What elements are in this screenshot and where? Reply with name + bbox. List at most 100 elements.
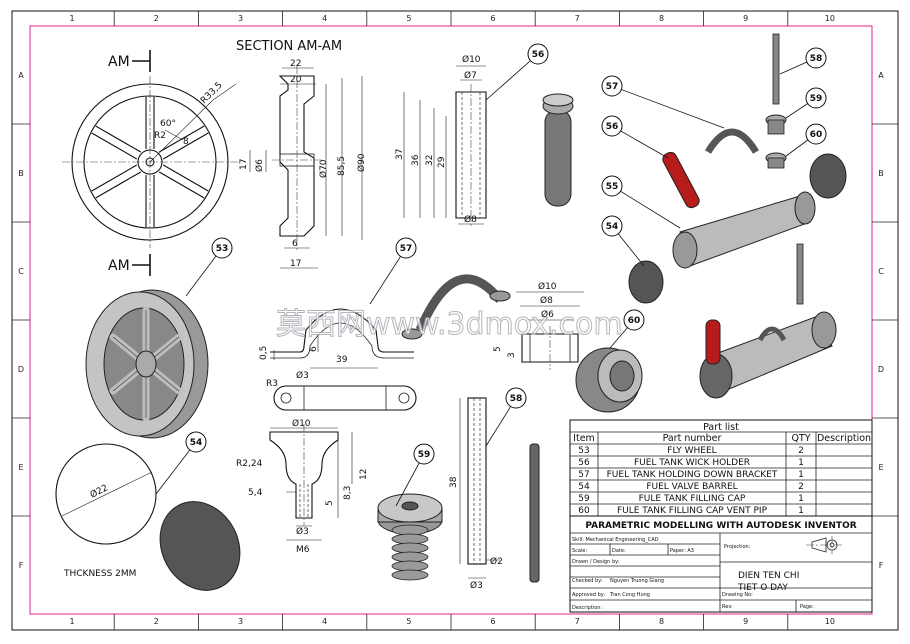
section-title: SECTION AM-AM [236, 39, 342, 54]
wheel-spoke [158, 164, 209, 199]
dim-bar-d10: Ø10 [462, 54, 481, 65]
zone-col-2-bottom: 2 [154, 617, 159, 626]
watermark: 莫西网www.3dmox.com [276, 307, 623, 342]
thread-ring [391, 524, 429, 536]
parts-list-title: Part list [703, 422, 739, 433]
parts-list-cell: 2 [798, 482, 804, 492]
filling-cap-hidden [299, 484, 309, 518]
zone-col-7-bottom: 7 [575, 617, 580, 626]
dim-fc-d3: Ø3 [296, 526, 309, 537]
parts-list-cell: 1 [798, 470, 804, 480]
parts-list-cell: FLY WHEEL [667, 446, 716, 456]
dim-cap-5: 5 [493, 346, 503, 352]
title-block-grid [570, 532, 872, 612]
dim-wheel-8: 8 [183, 137, 189, 147]
dim-bar-d7: Ø7 [464, 70, 477, 81]
end-cap-right [809, 153, 847, 199]
dim-fc-r224: R2,24 [236, 459, 263, 469]
section-arrow-mid [132, 254, 151, 276]
zone-row-D-left: D [18, 365, 24, 374]
bracket-57 [704, 128, 760, 154]
zone-row-F-left: F [19, 561, 24, 570]
parts-list-cell: 56 [578, 458, 590, 468]
dim-fc-d10: Ø10 [292, 418, 311, 429]
parts-list-cell: FULE TANK FILLING CAP VENT PIP [617, 506, 768, 516]
parts-list-header-0: Item [573, 433, 595, 444]
callout-balloon [601, 115, 623, 137]
projection-symbol-icon [806, 536, 842, 554]
tb-approved-label: Approved by: [572, 592, 605, 598]
tb-checked-label: Checked by: [572, 578, 603, 584]
pin-outline [467, 397, 487, 565]
tb-approved-name: Tran Cong Hung [609, 592, 650, 598]
zone-col-4-bottom: 4 [322, 617, 327, 626]
filling-cap-dims [270, 427, 353, 541]
assembled-bracket [757, 326, 787, 342]
dim-sec-22: 22 [290, 59, 301, 69]
callout-leader [155, 441, 197, 495]
section-marker-mid: AM [108, 258, 130, 274]
vent-pip-outline [521, 333, 579, 363]
dim-leader-r335 [149, 83, 237, 163]
callout-c60a: 60 [628, 316, 641, 326]
callout-leader [611, 185, 681, 229]
zone-col-7-top: 7 [575, 14, 580, 23]
wheel-spokes [91, 97, 209, 227]
zone-col-6-top: 6 [491, 14, 496, 23]
filling-cap-3d-threads [391, 524, 429, 581]
tb-checked-name: Nguyen Truong Giang [610, 578, 664, 584]
dim-sec-20: 20 [290, 75, 302, 85]
callout-balloon [211, 237, 233, 259]
wick-holder-red-56 [662, 151, 700, 209]
parts-list-cell: 54 [578, 482, 590, 492]
tb-date: Date: [612, 548, 626, 554]
filling-cap-3d-hole [401, 501, 419, 511]
tb-name-line1: DIEN TEN CHI [738, 571, 799, 581]
wheel-spoke [145, 97, 155, 149]
dim-pin-38: 38 [449, 476, 459, 488]
dim-fc-54: 5,4 [248, 488, 263, 498]
pin-drawing: 38 Ø2 Ø3 [449, 397, 503, 591]
section-centerlines [272, 66, 322, 250]
thickness-note: THCKNESS 2MM [63, 569, 136, 579]
dim-fc-5: 5 [325, 500, 335, 506]
wheel-spoke [145, 175, 155, 227]
filling-cap-3d [377, 493, 443, 581]
zone-col-1-top: 1 [70, 14, 75, 23]
bracket-hole-left [280, 392, 292, 404]
dim-sec-17: 17 [239, 159, 249, 170]
callout-balloon [505, 387, 527, 409]
pin-dims [459, 398, 500, 579]
dim-sec-85: 85,5 [337, 156, 347, 176]
callout-c55: 55 [606, 182, 619, 192]
section-arrow-top [132, 50, 151, 72]
parts-list-cell: 57 [578, 470, 589, 480]
vent-pipe-58 [772, 33, 780, 105]
thread-ring [391, 542, 429, 554]
wheel-spoke [91, 164, 142, 199]
parts-list-cell: FUEL TANK HOLDING DOWN BRACKET [607, 470, 778, 480]
tb-name-line2: TIET O DAY [737, 583, 788, 593]
wick-holder-outline [455, 91, 487, 219]
dim-br-d3: Ø3 [296, 370, 309, 381]
parts-list-cell: 1 [798, 494, 804, 504]
dim-cap-d10: Ø10 [538, 281, 557, 292]
dim-pin-d2: Ø2 [490, 556, 503, 567]
dim-br-39: 39 [336, 355, 348, 365]
callout-balloon [805, 123, 827, 145]
callout-c54a: 54 [190, 438, 203, 448]
callout-c57a: 57 [400, 244, 413, 254]
callout-c59b: 59 [810, 94, 823, 104]
dim-bar-37: 37 [395, 149, 405, 160]
callout-balloon [601, 175, 623, 197]
callout-balloon [601, 75, 623, 97]
tb-scale: Scale: [572, 548, 587, 554]
callout-leader [485, 53, 539, 101]
zone-col-9-bottom: 9 [743, 617, 748, 626]
callout-balloon [413, 443, 435, 465]
dim-section-bottom [280, 247, 318, 269]
parts-list-cell: 53 [578, 446, 589, 456]
zone-col-8-bottom: 8 [659, 617, 664, 626]
thread-ring [391, 569, 429, 581]
